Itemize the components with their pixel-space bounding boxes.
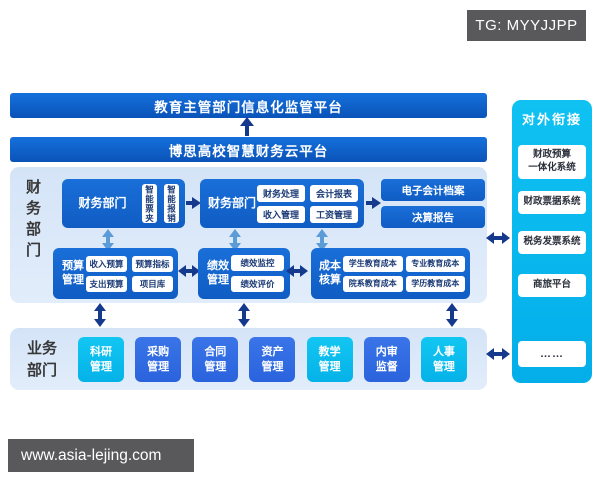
business-section-label: 业务部门 — [27, 340, 58, 379]
finance-dept-box-2-title: 财务部门 — [207, 196, 256, 210]
contract-mgmt-label: 合同管理 — [204, 345, 227, 373]
up-down-arrow-icon — [98, 311, 102, 319]
fiscal-budget-line1: 财政预算 — [532, 149, 571, 161]
external-connection-panel: 对外衔接 财政预算 一体化系统 财政票据系统 税务发票系统 商旅平台 …… — [512, 100, 592, 383]
regulator-platform-bar: 教育主管部门信息化监管平台 — [10, 93, 487, 118]
finance-process-chip: 财务处理 — [257, 184, 305, 202]
finance-dept-box-2: 财务部门 财务处理 会计报表 收入管理 工资管理 — [200, 179, 364, 228]
travel-platform-label: 商旅平台 — [532, 279, 571, 291]
right-arrow-icon — [366, 201, 372, 205]
asset-mgmt-label: 资产管理 — [261, 345, 284, 373]
travel-platform-chip: 商旅平台 — [518, 274, 586, 297]
hr-mgmt-label: 人事管理 — [432, 345, 455, 373]
performance-mgmt-title: 绩效管理 — [207, 259, 229, 286]
contract-mgmt-box: 合同管理 — [192, 337, 239, 382]
left-right-arrow-icon — [494, 352, 502, 356]
budget-mgmt-box: 预算管理 收入预算 预算指标 支出预算 项目库 — [53, 248, 178, 299]
tax-invoice-system-chip: 税务发票系统 — [518, 231, 586, 254]
left-right-arrow-icon — [294, 269, 300, 273]
cloud-platform-bar: 博思高校智慧财务云平台 — [10, 137, 487, 162]
budget-index-chip: 预算指标 — [132, 255, 173, 272]
income-budget-chip: 收入预算 — [86, 255, 127, 272]
audit-supervision-box: 内审监督 — [363, 337, 410, 382]
finance-section-label: 财务部门 — [24, 179, 41, 263]
e-accounting-archive-box: 电子会计档案 — [381, 179, 485, 201]
hr-mgmt-box: 人事管理 — [420, 337, 467, 382]
fiscal-bill-label: 财政票据系统 — [523, 196, 581, 208]
performance-monitor-chip: 绩效监控 — [231, 255, 284, 271]
more-systems-chip: …… — [518, 341, 586, 367]
performance-mgmt-box: 绩效管理 绩效监控 绩效评价 — [198, 248, 290, 299]
up-down-arrow-icon — [450, 311, 454, 319]
salary-mgmt-chip: 工资管理 — [310, 205, 358, 223]
fiscal-budget-system-chip: 财政预算 一体化系统 — [518, 145, 586, 179]
up-down-arrow-icon — [233, 237, 237, 243]
faculty-cost-chip: 院系教育成本 — [343, 275, 403, 292]
finance-dept-box-1-title: 财务部门 — [78, 196, 127, 210]
watermark-url: www.asia-lejing.com — [8, 439, 194, 472]
external-connection-title: 对外衔接 — [521, 112, 582, 127]
business-section-panel: 业务部门 科研管理 采购管理 合同管理 资产管理 教学管理 内审监督 人事管理 — [10, 328, 487, 390]
procurement-mgmt-box: 采购管理 — [135, 337, 182, 382]
research-mgmt-label: 科研管理 — [90, 345, 112, 373]
business-box-row: 科研管理 采购管理 合同管理 资产管理 教学管理 内审监督 人事管理 — [78, 337, 467, 382]
cost-accounting-title: 成本核算 — [319, 259, 341, 286]
finance-section-panel: 财务部门 财务部门 智能票夹 智能报销 财务部门 财务处理 会计报表 收入管理 … — [10, 167, 487, 303]
more-systems-label: …… — [540, 347, 564, 360]
finance-dept-box-1: 财务部门 智能票夹 智能报销 — [62, 179, 185, 228]
project-library-chip: 项目库 — [132, 275, 173, 292]
final-report-box: 决算报告 — [381, 206, 485, 228]
up-down-arrow-icon — [320, 237, 324, 243]
teaching-mgmt-box: 教学管理 — [306, 337, 353, 382]
fiscal-budget-line2: 一体化系统 — [528, 162, 576, 173]
audit-supervision-label: 内审监督 — [375, 345, 398, 373]
up-down-arrow-icon — [106, 237, 110, 243]
income-mgmt-chip: 收入管理 — [257, 205, 305, 223]
right-arrow-icon — [186, 201, 192, 205]
smart-reimburse-chip: 智能报销 — [164, 184, 179, 223]
smart-ticket-chip: 智能票夹 — [142, 184, 157, 223]
cost-accounting-box: 成本核算 学生教育成本 专业教育成本 院系教育成本 学历教育成本 — [311, 248, 470, 299]
research-mgmt-box: 科研管理 — [78, 337, 124, 382]
up-down-arrow-icon — [242, 311, 246, 319]
degree-cost-chip: 学历教育成本 — [405, 275, 465, 292]
tax-invoice-label: 税务发票系统 — [523, 236, 581, 248]
left-right-arrow-icon — [494, 236, 502, 240]
expense-budget-chip: 支出预算 — [86, 275, 127, 292]
accounting-report-chip: 会计报表 — [310, 184, 358, 202]
student-cost-chip: 学生教育成本 — [343, 255, 403, 272]
performance-eval-chip: 绩效评价 — [231, 276, 284, 292]
left-right-arrow-icon — [186, 269, 192, 273]
fiscal-bill-system-chip: 财政票据系统 — [518, 191, 586, 214]
procurement-mgmt-label: 采购管理 — [147, 345, 170, 373]
up-arrow-icon — [245, 126, 249, 136]
teaching-mgmt-label: 教学管理 — [318, 345, 341, 373]
major-cost-chip: 专业教育成本 — [405, 255, 465, 272]
asset-mgmt-box: 资产管理 — [249, 337, 296, 382]
tg-badge: TG: MYYJJPP — [467, 10, 586, 41]
budget-mgmt-title: 预算管理 — [62, 259, 84, 286]
